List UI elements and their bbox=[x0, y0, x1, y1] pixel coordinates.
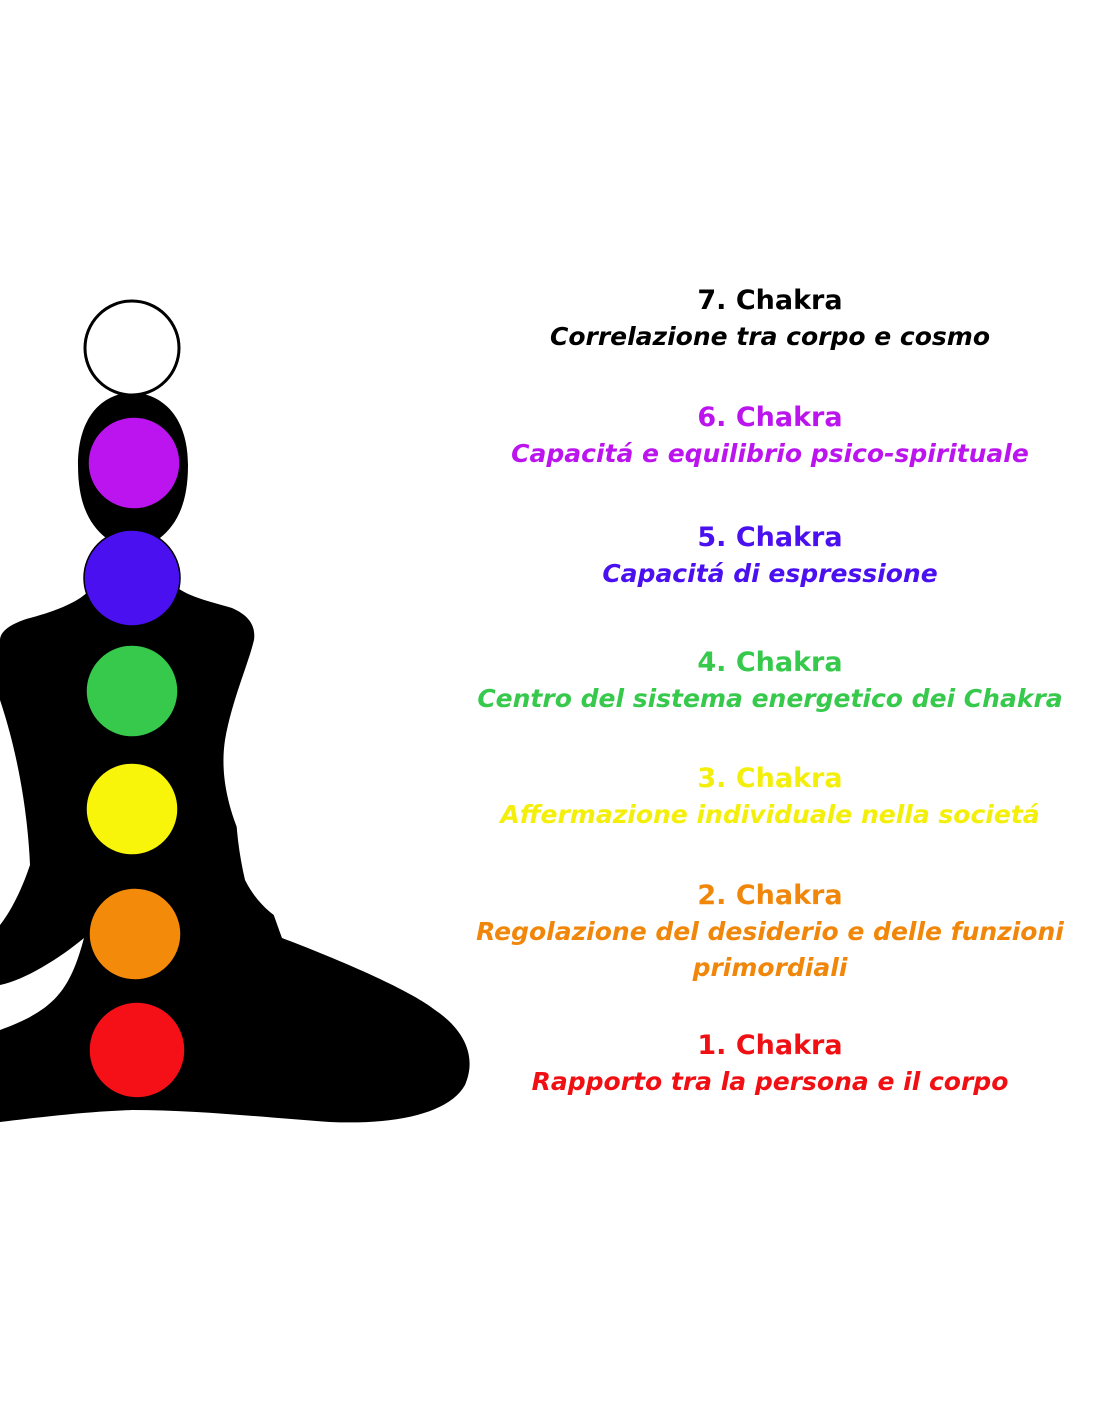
chakra-2-title: 2. Chakra bbox=[697, 880, 843, 911]
chakra-1-title: 1. Chakra bbox=[697, 1030, 843, 1061]
chakra-7-description: Correlazione tra corpo e cosmo bbox=[549, 322, 991, 351]
arm-gap-right bbox=[235, 780, 290, 925]
chakra-4-title: 4. Chakra bbox=[697, 647, 843, 678]
chakra-5-description: Capacitá di espressione bbox=[602, 559, 938, 588]
chakra-3-description: Affermazione individuale nella societá bbox=[500, 800, 1040, 829]
chakra-2-description: Regolazione del desiderio e delle funzio… bbox=[476, 917, 1064, 982]
chakra-7-title: 7. Chakra bbox=[697, 285, 843, 316]
chakra-7-dot bbox=[83, 299, 181, 397]
chakra-5-title: 5. Chakra bbox=[697, 522, 843, 553]
chakra-1-description: Rapporto tra la persona e il corpo bbox=[531, 1067, 1009, 1096]
chakra-3-dot bbox=[85, 762, 179, 856]
chakra-3-title: 3. Chakra bbox=[697, 763, 843, 794]
chakra-4-dot bbox=[85, 644, 179, 738]
chakra-6-dot bbox=[87, 416, 181, 510]
meditating-silhouette bbox=[0, 392, 470, 1123]
chakra-4-description: Centro del sistema energetico dei Chakra bbox=[477, 684, 1063, 713]
chakra-1-dot bbox=[88, 1001, 186, 1099]
chakra-2-dot bbox=[88, 887, 182, 981]
chakra-6-description: Capacitá e equilibrio psico-spirituale bbox=[511, 439, 1029, 468]
chakra-6-title: 6. Chakra bbox=[697, 402, 843, 433]
arm-gap-left bbox=[0, 700, 30, 925]
chakra-5-dot bbox=[83, 529, 181, 627]
